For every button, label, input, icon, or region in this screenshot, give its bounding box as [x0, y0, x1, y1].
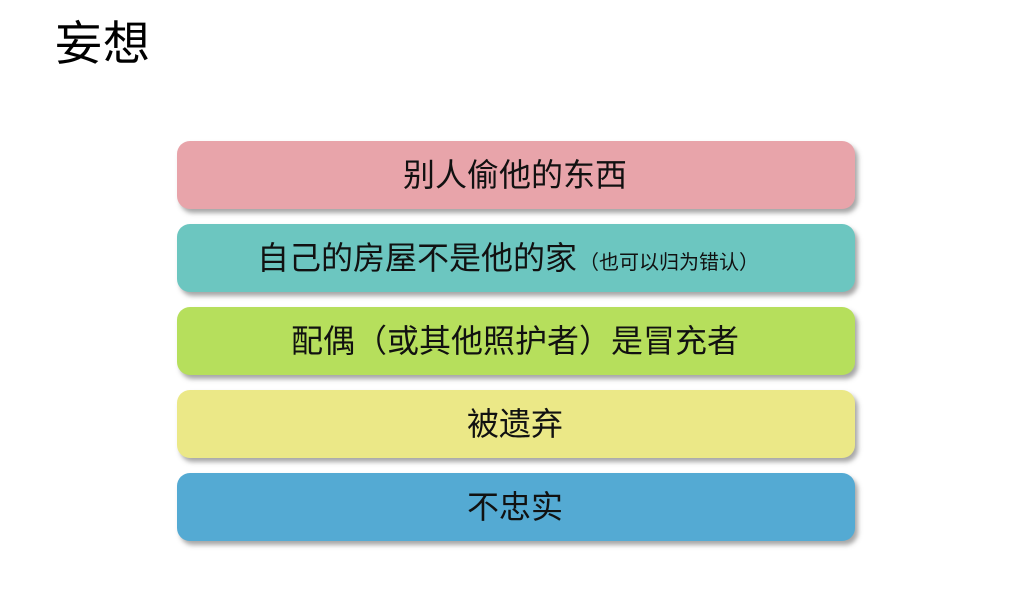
list-item-text-group: 被遗弃 — [467, 407, 565, 441]
list-item-text-group: 自己的房屋不是他的家 （也可以归为错认） — [257, 241, 759, 275]
list-item-label: 自己的房屋不是他的家 — [256, 240, 577, 276]
list-item-text-group: 别人偷他的东西 — [403, 158, 629, 192]
list-item-note: （也可以归为错认） — [579, 252, 759, 274]
list-item-text-group: 配偶（或其他照护者）是冒充者 — [291, 324, 741, 358]
list-item-label: 别人偷他的东西 — [402, 157, 627, 193]
list-item-label: 被遗弃 — [466, 406, 563, 442]
list-item-text-group: 不忠实 — [467, 490, 565, 524]
list-item[interactable]: 配偶（或其他照护者）是冒充者 — [177, 307, 855, 375]
page-title: 妄想 — [55, 17, 151, 70]
list-item[interactable]: 不忠实 — [177, 473, 855, 541]
delusion-list: 别人偷他的东西 自己的房屋不是他的家 （也可以归为错认） 配偶（或其他照护者）是… — [177, 141, 855, 541]
list-item-label: 不忠实 — [466, 489, 563, 525]
list-item[interactable]: 自己的房屋不是他的家 （也可以归为错认） — [177, 224, 855, 292]
list-item[interactable]: 被遗弃 — [177, 390, 855, 458]
list-item-label: 配偶（或其他照护者）是冒充者 — [290, 323, 739, 359]
list-item[interactable]: 别人偷他的东西 — [177, 141, 855, 209]
